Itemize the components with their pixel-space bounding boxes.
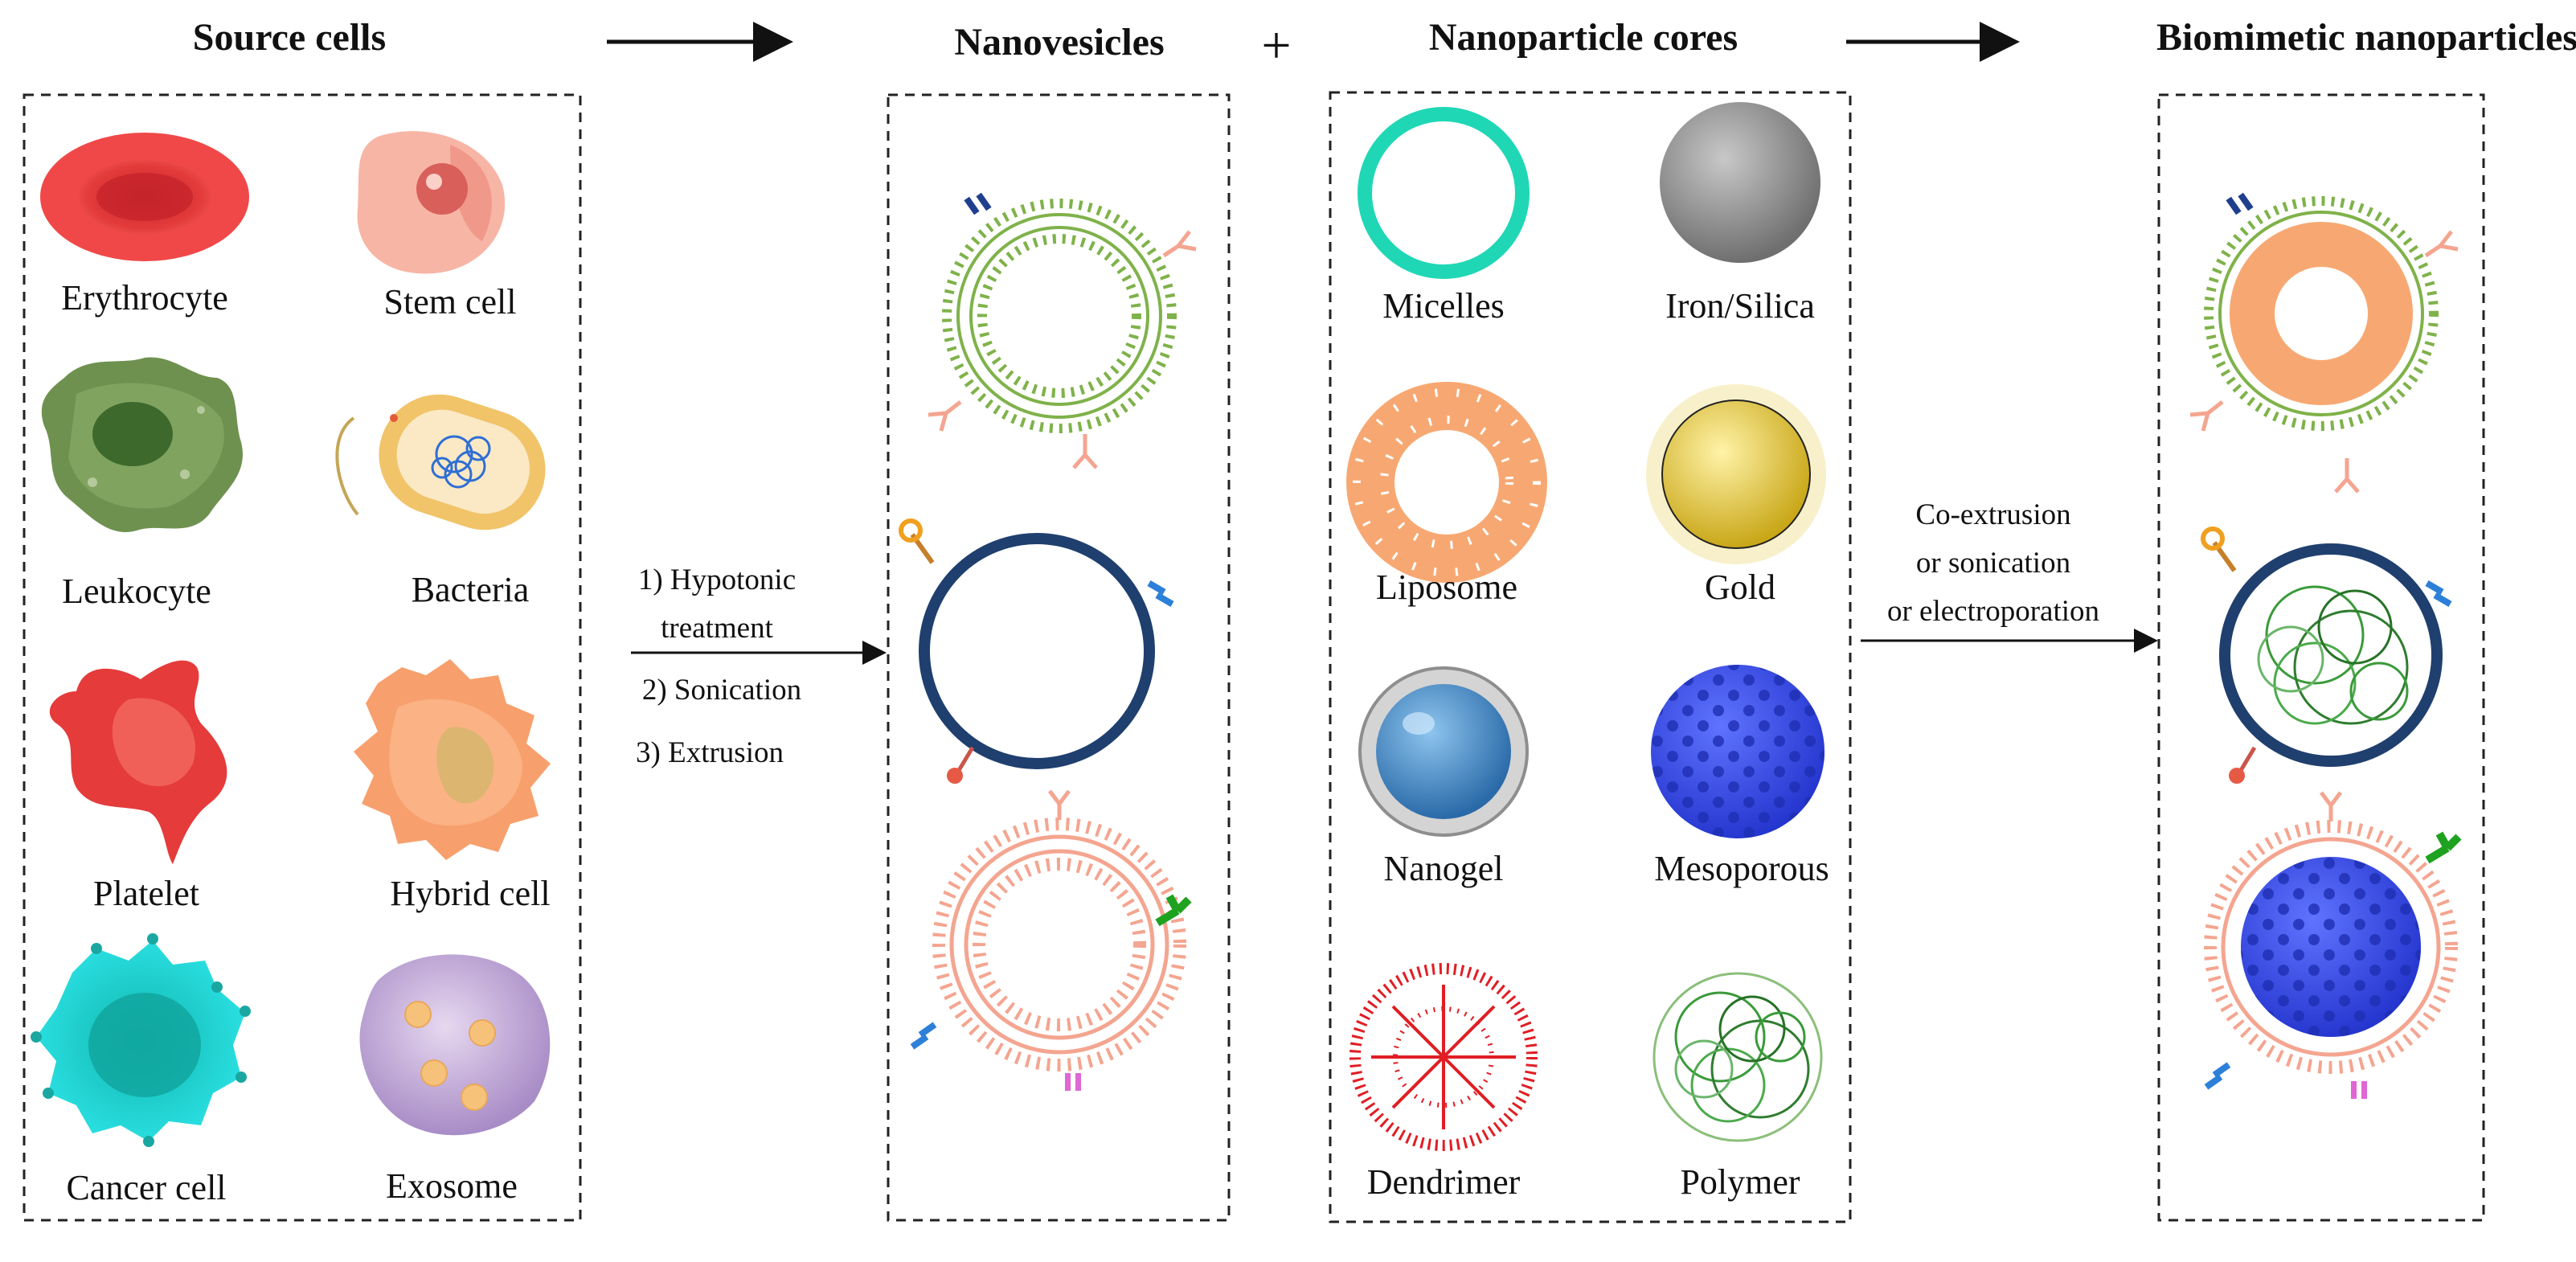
red-blood-cell-icon — [40, 133, 249, 261]
biomimetic-polymer-particle — [2201, 527, 2452, 784]
platelet-icon — [49, 660, 227, 864]
label-erythrocyte: Erythrocyte — [61, 278, 228, 318]
label-stem-cell: Stem cell — [384, 282, 517, 322]
antibody-marker — [928, 400, 962, 432]
label-exosome: Exosome — [386, 1166, 518, 1206]
label-micelles: Micelles — [1382, 286, 1505, 326]
panel-nanoparticle-cores — [1329, 91, 1852, 1223]
label-hybrid-cell: Hybrid cell — [390, 874, 550, 913]
hybrid-cell-icon — [354, 659, 551, 860]
micelle-icon — [1358, 107, 1530, 279]
assembly-method-1: Co-extrusion — [1915, 498, 2070, 531]
header-biomimetic-nanoparticles: Biomimetic nanoparticles — [2156, 16, 2576, 59]
liposome-icon — [1346, 382, 1547, 583]
label-iron-silica: Iron/Silica — [1665, 286, 1815, 326]
panel-nanovesicles — [887, 93, 1231, 1222]
label-dendrimer: Dendrimer — [1367, 1162, 1521, 1202]
gold-icon — [1646, 384, 1826, 564]
assembly-method-3: or electroporation — [1887, 595, 2099, 628]
antibody-marker — [1072, 434, 1098, 469]
label-cancer-cell: Cancer cell — [66, 1168, 226, 1207]
panel-source-cells — [23, 93, 582, 1222]
antibody-marker — [1162, 230, 1197, 258]
label-nanogel: Nanogel — [1383, 849, 1503, 888]
green-membrane-vesicle — [928, 192, 1197, 469]
pink-membrane-vesicle — [910, 789, 1192, 1091]
mesoporous-icon — [1651, 665, 1824, 838]
header-nanovesicles: Nanovesicles — [954, 21, 1164, 64]
process-step-2: 2) Sonication — [642, 674, 801, 707]
dendrimer-icon — [1349, 963, 1538, 1151]
receptor-marker — [1065, 1073, 1081, 1091]
nanogel-icon — [1358, 666, 1529, 837]
label-mesoporous: Mesoporous — [1654, 849, 1829, 888]
exosome-icon — [359, 954, 551, 1136]
antibody-marker — [1048, 789, 1071, 820]
process-step-1: 1) Hypotonic — [638, 563, 796, 596]
label-bacteria: Bacteria — [412, 570, 530, 609]
biomimetic-mesoporous-particle — [2204, 791, 2462, 1099]
label-platelet: Platelet — [93, 874, 199, 913]
stem-cell-icon — [357, 131, 506, 274]
receptor-marker — [964, 192, 992, 215]
polymer-icon — [1652, 972, 1823, 1142]
label-liposome: Liposome — [1376, 567, 1517, 607]
receptor-marker — [910, 1022, 937, 1050]
assembly-method-2: or sonication — [1916, 547, 2070, 580]
tail-marker — [947, 746, 975, 784]
label-gold: Gold — [1705, 567, 1775, 607]
label-leukocyte: Leukocyte — [62, 572, 211, 611]
panel-biomimetic — [2157, 93, 2485, 1222]
bacteria-icon — [335, 394, 546, 531]
leukocyte-icon — [41, 357, 243, 532]
plus-sign: + — [1261, 16, 1291, 75]
biomimetic-liposome-particle — [2189, 192, 2459, 494]
receptor-marker — [1147, 580, 1174, 607]
header-nanoparticle-cores: Nanoparticle cores — [1429, 16, 1738, 59]
navy-membrane-vesicle — [899, 518, 1174, 784]
header-source-cells: Source cells — [193, 16, 386, 59]
ligand-marker — [899, 518, 935, 564]
process-step-3: 3) Extrusion — [636, 736, 784, 769]
process-step-1-cont: treatment — [661, 612, 773, 645]
green-ligand-marker — [1155, 894, 1192, 927]
label-polymer: Polymer — [1680, 1162, 1800, 1202]
iron-silica-icon — [1660, 102, 1820, 263]
cancer-cell-icon — [31, 933, 251, 1147]
